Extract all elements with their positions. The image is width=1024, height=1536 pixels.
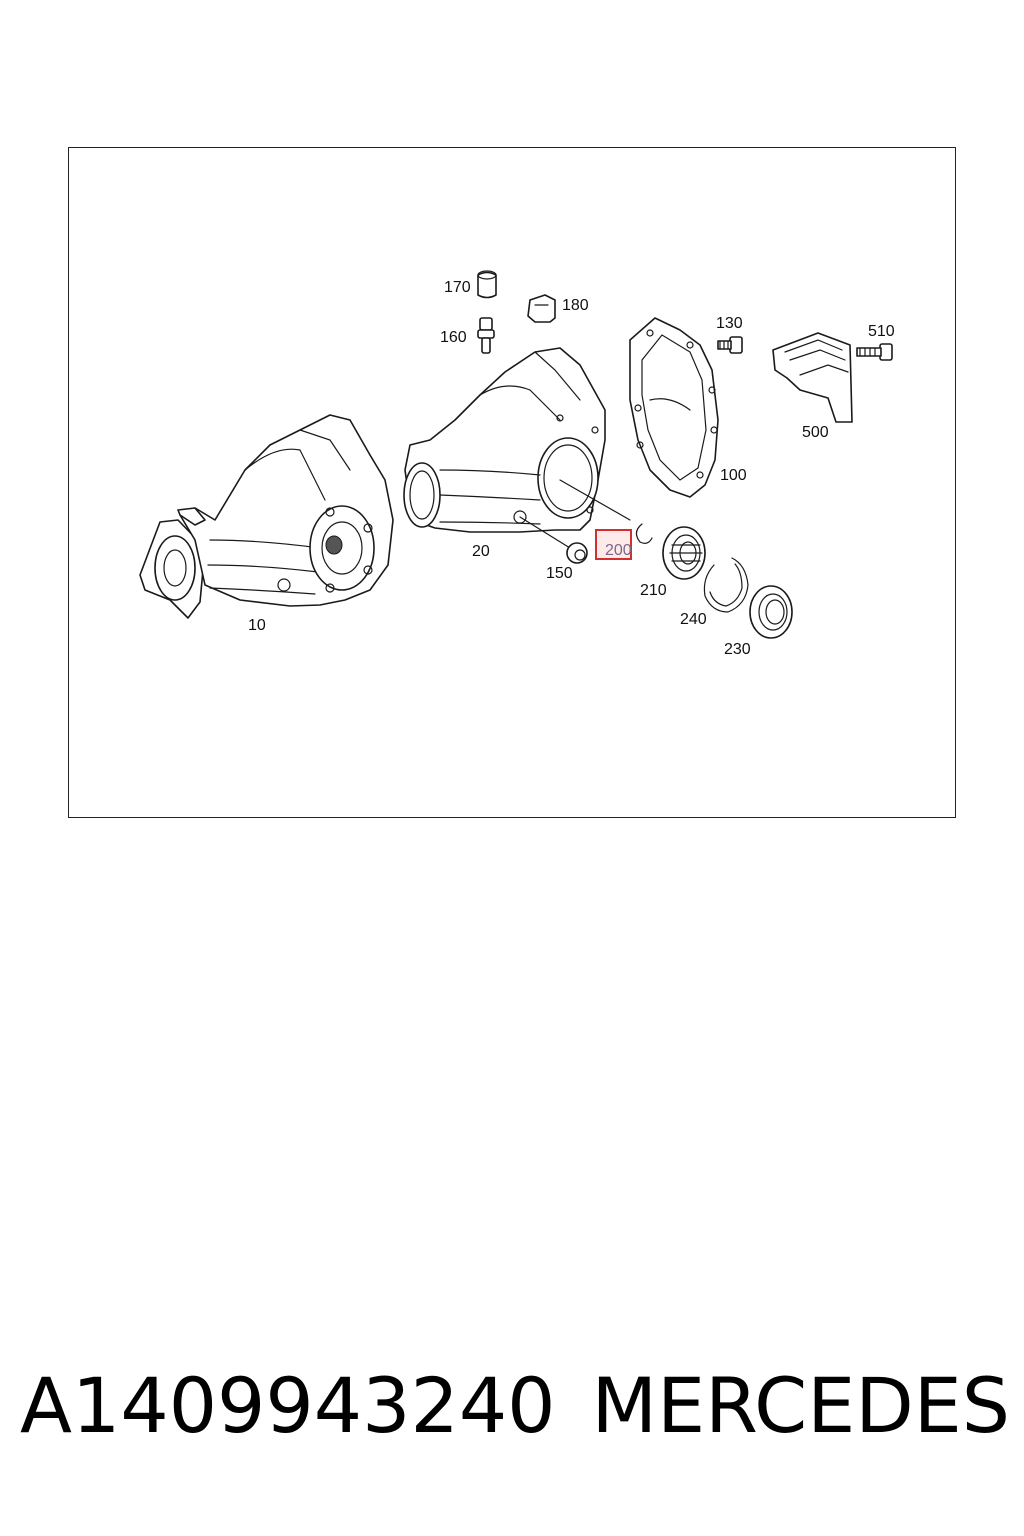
part-150-drain-plug[interactable] (566, 542, 588, 564)
callout-230: 230 (724, 641, 751, 658)
callout-10: 10 (248, 617, 266, 634)
callout-200: 200 (605, 542, 632, 559)
part-number: A1409943240 (20, 1361, 556, 1450)
callout-500: 500 (802, 424, 829, 441)
brand-name: MERCEDES (591, 1361, 1010, 1450)
callout-20: 20 (472, 543, 490, 560)
part-180-clip[interactable] (527, 294, 556, 323)
part-160-breather-valve[interactable] (477, 317, 495, 354)
callout-100: 100 (720, 467, 747, 484)
part-230-shaft-seal[interactable] (749, 585, 793, 639)
callout-180: 180 (562, 297, 589, 314)
callout-510: 510 (868, 323, 895, 340)
callout-170: 170 (444, 279, 471, 296)
leader-line-200 (559, 479, 631, 521)
caption-bar: A1409943240 MERCEDES (20, 1368, 1010, 1444)
callout-210: 210 (640, 582, 667, 599)
part-130-bolt[interactable] (717, 336, 743, 354)
callout-240: 240 (680, 611, 707, 628)
part-10-differential-assembly[interactable] (139, 414, 394, 619)
part-510-screw[interactable] (856, 343, 893, 361)
callout-130: 130 (716, 315, 743, 332)
part-240-retaining-ring[interactable] (703, 557, 749, 613)
part-170-cap[interactable] (477, 270, 497, 299)
part-210-bearing[interactable] (662, 526, 706, 580)
part-500-damper-block[interactable] (772, 332, 853, 423)
callout-160: 160 (440, 329, 467, 346)
part-100-rear-cover[interactable] (629, 317, 719, 498)
part-200-circlip[interactable] (635, 523, 653, 544)
callout-150: 150 (546, 565, 573, 582)
highlight-box-200[interactable] (595, 529, 632, 560)
part-20-differential-housing[interactable] (403, 347, 606, 533)
leader-line-150 (519, 516, 571, 549)
